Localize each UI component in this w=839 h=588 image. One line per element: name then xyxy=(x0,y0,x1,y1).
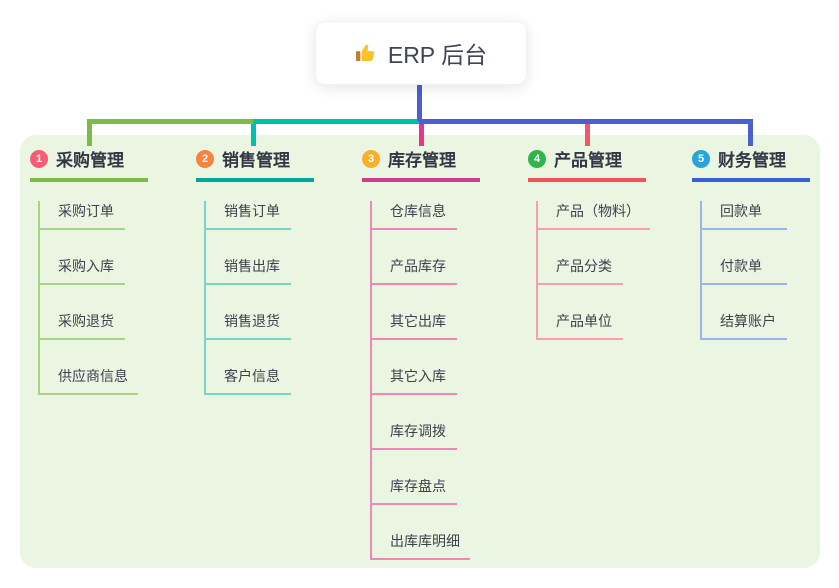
connector-root-vertical xyxy=(417,83,422,121)
root-title: ERP 后台 xyxy=(387,42,488,68)
branch-node-4[interactable]: 4 产品管理 xyxy=(528,146,646,182)
branch-children-4: 产品（物料） 产品分类产品单位 xyxy=(536,201,650,340)
branch-label: 采购管理 xyxy=(56,151,124,170)
child-node[interactable]: 供应商信息 xyxy=(40,366,138,395)
child-node[interactable]: 产品库存 xyxy=(372,256,457,285)
connector-stub-branch5 xyxy=(748,119,753,146)
branch-index-badge: 4 xyxy=(528,149,546,168)
branch-column-2: 2 销售管理销售订单销售出库销售退货客户信息 xyxy=(196,146,314,395)
child-node[interactable]: 其它入库 xyxy=(372,366,457,395)
branch-label: 库存管理 xyxy=(388,151,456,170)
child-node[interactable]: 付款单 xyxy=(702,256,787,285)
connector-horizontal-right-blue xyxy=(419,119,753,124)
branch-index-badge: 2 xyxy=(196,149,214,168)
branch-children-2: 销售订单销售出库销售退货客户信息 xyxy=(204,201,314,395)
child-node[interactable]: 采购入库 xyxy=(40,256,125,285)
branch-children-1: 采购订单采购入库采购退货供应商信息 xyxy=(38,201,148,395)
branch-column-1: 1 采购管理采购订单采购入库采购退货供应商信息 xyxy=(30,146,148,395)
child-node[interactable]: 出库库明细 xyxy=(372,531,470,560)
child-node[interactable]: 销售出库 xyxy=(206,256,291,285)
branch-node-2[interactable]: 2 销售管理 xyxy=(196,146,314,182)
thumbs-up-icon xyxy=(355,42,378,65)
connector-stub-branch4 xyxy=(585,119,590,146)
branch-node-5[interactable]: 5 财务管理 xyxy=(692,146,810,182)
connector-stub-branch1 xyxy=(87,119,92,146)
branch-node-3[interactable]: 3 库存管理 xyxy=(362,146,480,182)
branch-column-3: 3 库存管理仓库信息产品库存其它出库其它入库库存调拨库存盘点出库库明细 xyxy=(362,146,480,560)
child-node[interactable]: 销售退货 xyxy=(206,311,291,340)
child-node[interactable]: 库存盘点 xyxy=(372,476,457,505)
branch-label: 财务管理 xyxy=(718,151,786,170)
branch-label: 产品管理 xyxy=(554,151,622,170)
child-node[interactable]: 产品单位 xyxy=(538,311,623,340)
child-node[interactable]: 采购退货 xyxy=(40,311,125,340)
child-node[interactable]: 仓库信息 xyxy=(372,201,457,230)
branch-column-5: 5 财务管理回款单付款单结算账户 xyxy=(692,146,810,340)
connector-stub-branch2 xyxy=(251,119,256,146)
child-node[interactable]: 其它出库 xyxy=(372,311,457,340)
branch-column-4: 4 产品管理产品（物料） 产品分类产品单位 xyxy=(528,146,650,340)
root-node[interactable]: ERP 后台 xyxy=(315,21,527,85)
child-node[interactable]: 产品（物料） xyxy=(538,201,650,230)
child-node[interactable]: 客户信息 xyxy=(206,366,291,395)
branch-index-badge: 1 xyxy=(30,149,48,168)
child-node[interactable]: 采购订单 xyxy=(40,201,125,230)
branch-label: 销售管理 xyxy=(222,151,290,170)
branch-children-5: 回款单付款单结算账户 xyxy=(700,201,810,340)
branch-children-3: 仓库信息产品库存其它出库其它入库库存调拨库存盘点出库库明细 xyxy=(370,201,480,560)
child-node[interactable]: 回款单 xyxy=(702,201,787,230)
connector-horizontal-left-green xyxy=(87,119,255,124)
branch-node-1[interactable]: 1 采购管理 xyxy=(30,146,148,182)
child-node[interactable]: 销售订单 xyxy=(206,201,291,230)
branch-index-badge: 5 xyxy=(692,149,710,168)
branch-index-badge: 3 xyxy=(362,149,380,168)
connector-horizontal-mid-teal xyxy=(253,119,421,124)
child-node[interactable]: 库存调拨 xyxy=(372,421,457,450)
child-node[interactable]: 产品分类 xyxy=(538,256,623,285)
child-node[interactable]: 结算账户 xyxy=(702,311,787,340)
connector-stub-branch3 xyxy=(419,119,424,146)
mindmap-canvas xyxy=(20,135,820,568)
